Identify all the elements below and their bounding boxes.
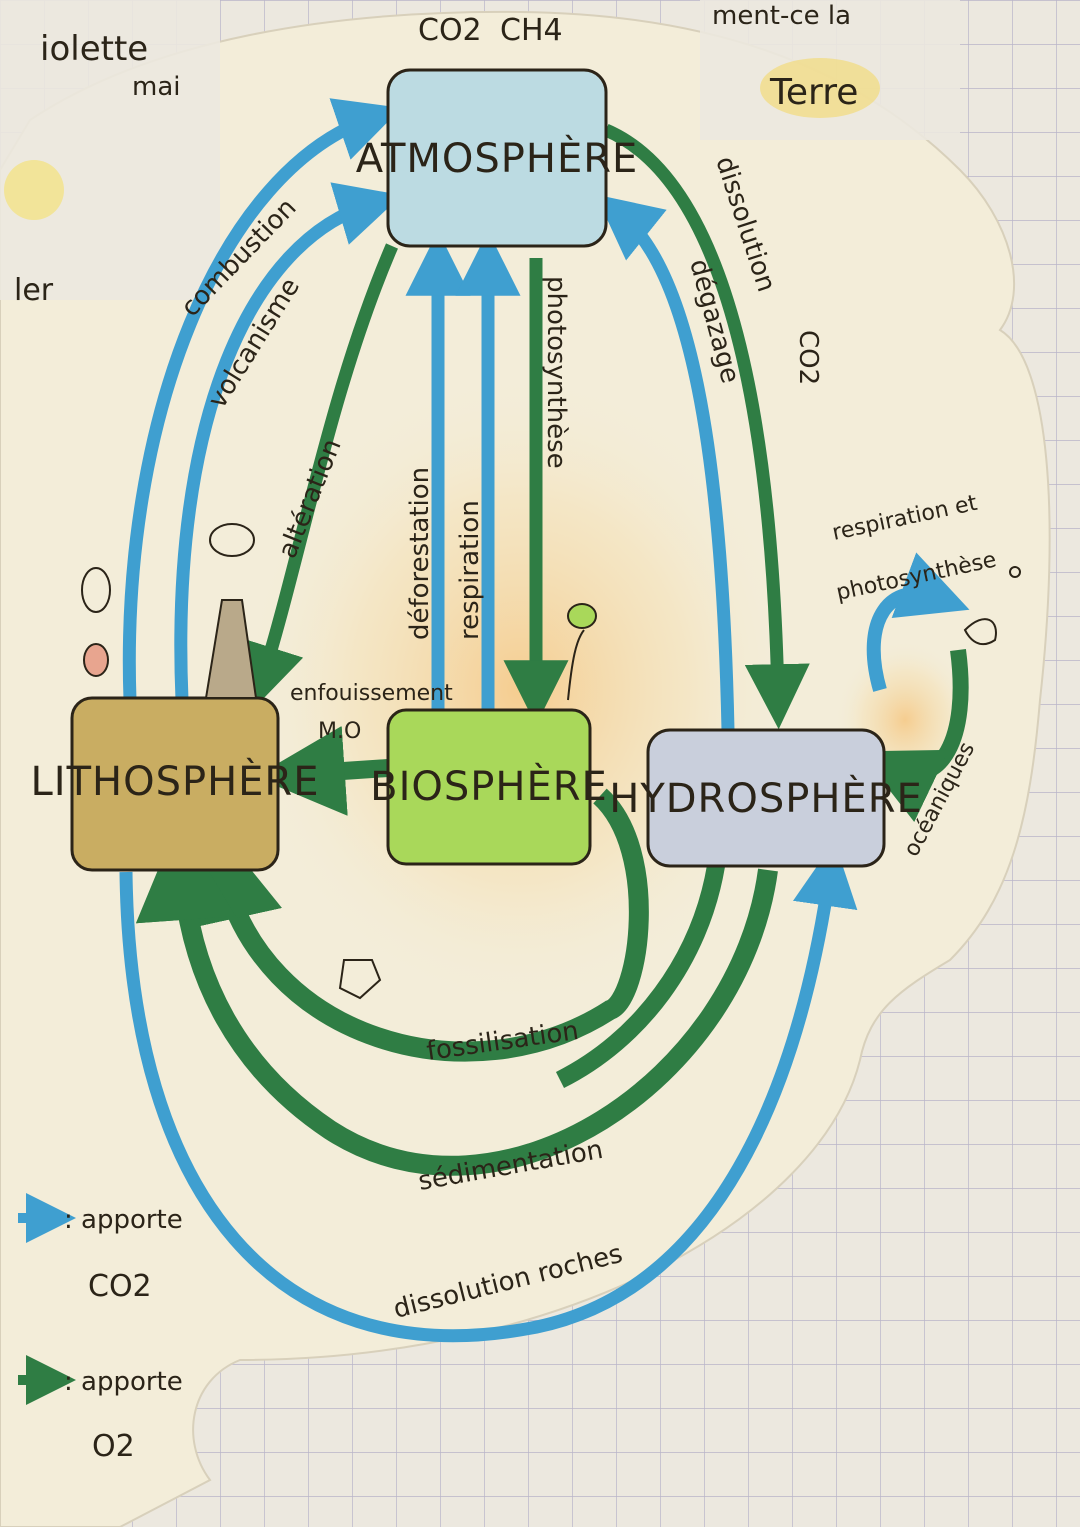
arrow-oceanic-blue (866, 552, 970, 692)
gas-co2: CO2 (418, 13, 482, 48)
arrow-combustion (122, 98, 402, 701)
fragment-text: ment-ce la (712, 1, 851, 31)
box-biosphere: BIOSPHÈRE (370, 708, 608, 866)
gas-ch4: CH4 (500, 13, 563, 48)
label-biosphere: BIOSPHÈRE (370, 762, 608, 810)
fragment-text: iolette (40, 29, 148, 69)
arrow-degazage (595, 194, 735, 731)
box-hydrosphere: HYDROSPHÈRE (609, 728, 923, 868)
arrow-sedimentation-inner (555, 864, 725, 1089)
arrow-oceanic-green (859, 648, 969, 823)
arrow-alteration (241, 243, 398, 710)
label-photosynthese: photosynthèse (541, 276, 571, 469)
bubble-icon (1009, 566, 1021, 578)
fragment-text: mai (132, 72, 180, 102)
arrow-sedimentation (135, 820, 778, 1176)
label-atmosphere: ATMOSPHÈRE (356, 134, 639, 182)
label-mo: M.O (318, 719, 361, 744)
box-lithosphere: LITHOSPHÈRE (30, 696, 319, 872)
label-respiration: respiration (455, 500, 485, 640)
arrow-fossilisation (184, 788, 649, 1062)
label-hydrosphere: HYDROSPHÈRE (609, 774, 923, 822)
arrow-volcanisme (174, 182, 402, 701)
label-co2-note: CO2 (793, 330, 823, 385)
smoke-icon (209, 523, 255, 557)
legend-green-label: : apporte (64, 1367, 183, 1397)
dinosaur-icon (338, 959, 382, 1000)
legend-green-gas: O2 (92, 1429, 135, 1464)
arrow-dissolution-roches (119, 841, 858, 1343)
fragment-text: Terre (769, 72, 858, 113)
label-lithosphere: LITHOSPHÈRE (30, 757, 319, 805)
legend-blue-label: : apporte (64, 1205, 183, 1235)
legend-blue-gas: CO2 (88, 1269, 152, 1304)
label-deforestation: déforestation (405, 467, 435, 640)
plant-icon (567, 629, 585, 701)
fragment-text: ler (14, 273, 54, 308)
box-atmosphere: ATMOSPHÈRE (356, 68, 639, 248)
smoke-icon (81, 567, 111, 613)
label-enfouissement: enfouissement (290, 681, 453, 706)
arrow-enfouissement (254, 725, 389, 816)
arrow-dissolution (603, 124, 810, 730)
leaf-icon (567, 603, 597, 629)
legend: : apporte CO2 : apporte O2 (18, 1193, 183, 1464)
fish-icon (963, 618, 997, 646)
fire-icon (83, 643, 109, 677)
volcano-icon (204, 599, 258, 699)
